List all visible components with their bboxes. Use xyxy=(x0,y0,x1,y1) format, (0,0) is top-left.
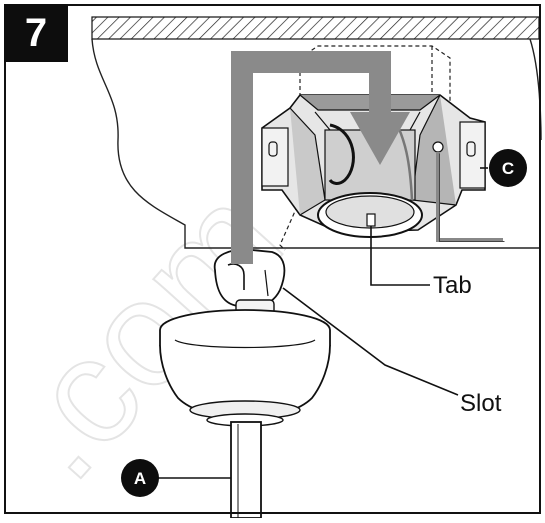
slot-leader xyxy=(282,287,459,396)
step-number-badge: 7 xyxy=(4,4,68,62)
diagram-frame xyxy=(4,4,541,514)
direction-arrow xyxy=(231,51,410,264)
callout-c: C xyxy=(489,149,527,187)
downrod xyxy=(230,421,262,519)
fan-canopy xyxy=(159,309,331,427)
callout-c-letter: C xyxy=(502,159,514,178)
tab-label: Tab xyxy=(433,272,472,299)
leader-lines xyxy=(158,167,488,479)
slot-label: Slot xyxy=(460,390,502,417)
callout-a-letter: A xyxy=(134,469,146,488)
tab-leader xyxy=(370,226,430,286)
callout-a: A xyxy=(121,459,159,497)
